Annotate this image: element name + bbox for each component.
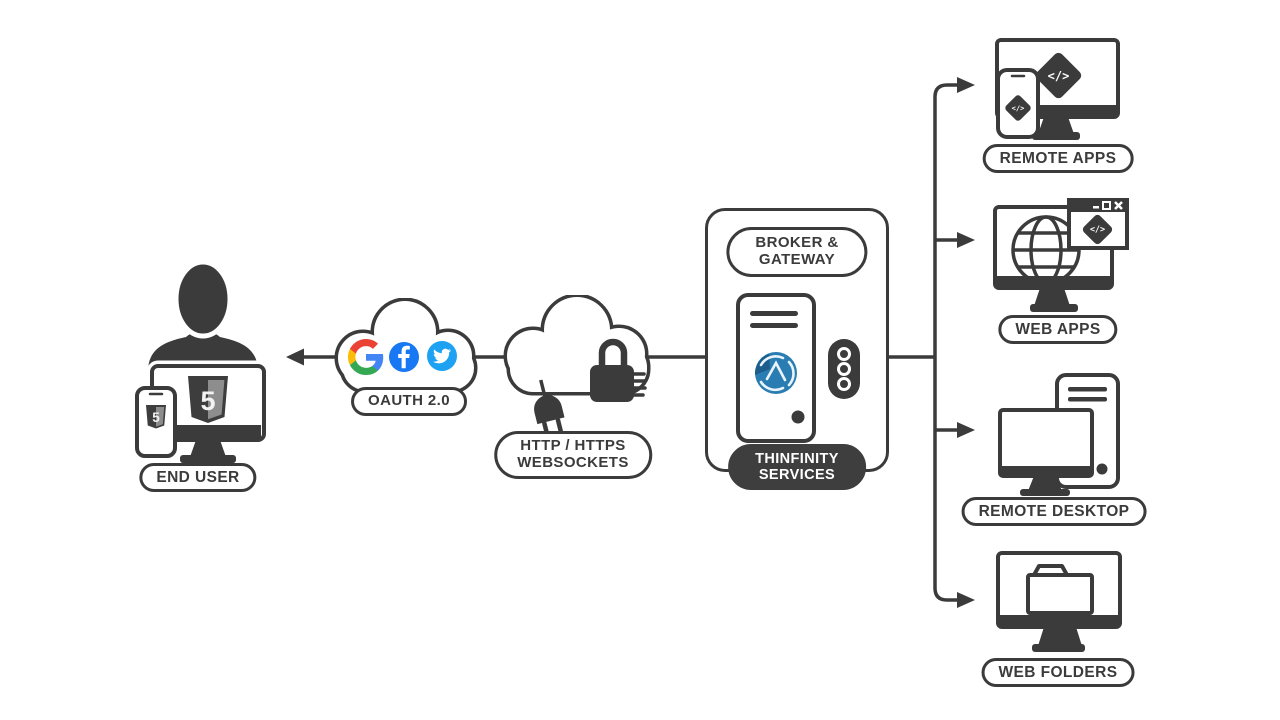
server-hardware-icon [736,293,860,443]
broker-gateway-label: BROKER & GATEWAY [726,227,868,277]
code-diamond-icon: </> [1035,52,1082,99]
power-button-icon [791,410,805,424]
transport-label-line1: HTTP / HTTPS [520,437,626,454]
services-label-line2: SERVICES [758,467,836,484]
phone-html5-icon: 5 [135,386,177,458]
svg-text:5: 5 [152,410,160,425]
services-label-line1: THINFINITY [755,451,839,467]
web-folders-icon [996,551,1122,652]
thinfinity-logo-icon [754,352,797,394]
html5-icon: 5 [188,376,228,423]
arrow-web-apps [957,232,975,248]
transport-label: HTTP / HTTPS WEBSOCKETS [494,431,652,479]
transport-label-line2: WEBSOCKETS [517,453,629,471]
person-head [173,259,233,339]
broker-label-line1: BROKER & [755,234,839,251]
arrow-remote-apps [957,77,975,93]
status-ports-icon [828,339,860,399]
facebook-icon [389,342,419,372]
remote-desktop-icon [998,373,1120,496]
oauth-cloud-icon [334,298,478,394]
end-user-label: END USER [139,463,257,493]
google-icon [348,339,384,375]
svg-text:5: 5 [200,386,215,416]
lock-icon [590,338,647,402]
web-apps-icon: </> [993,198,1129,312]
plug-icon [534,379,565,437]
remote-apps-icon: </> </> [995,38,1120,140]
thinfinity-services-label: THINFINITY SERVICES [728,444,866,491]
arrow-remote-desktop [957,422,975,438]
remote-desktop-label: REMOTE DESKTOP [961,497,1147,527]
web-apps-label: WEB APPS [998,315,1118,345]
arrow-left-end-user [286,348,304,366]
phone-code-icon: </> [996,68,1040,139]
twitter-icon [427,341,457,371]
web-folders-label: WEB FOLDERS [981,658,1135,688]
end-user-icon: 5 5 [135,259,270,463]
browser-window-icon: </> [1067,198,1129,250]
branch-trunk-line [933,83,958,602]
arrow-web-folders [957,592,975,608]
oauth-label: OAUTH 2.0 [351,387,467,416]
svg-text:</>: </> [1048,69,1070,83]
remote-apps-label: REMOTE APPS [982,144,1134,174]
svg-text:</>: </> [1090,225,1105,235]
secure-cloud-icon [503,295,651,437]
folder-icon [1026,564,1094,615]
server-box: BROKER & GATEWAY [705,208,889,491]
server-tower-icon [736,293,816,443]
svg-text:</>: </> [1012,105,1025,113]
broker-label-line2: GATEWAY [758,250,836,268]
html5-icon: 5 [146,405,166,429]
monitor-icon [998,408,1094,496]
